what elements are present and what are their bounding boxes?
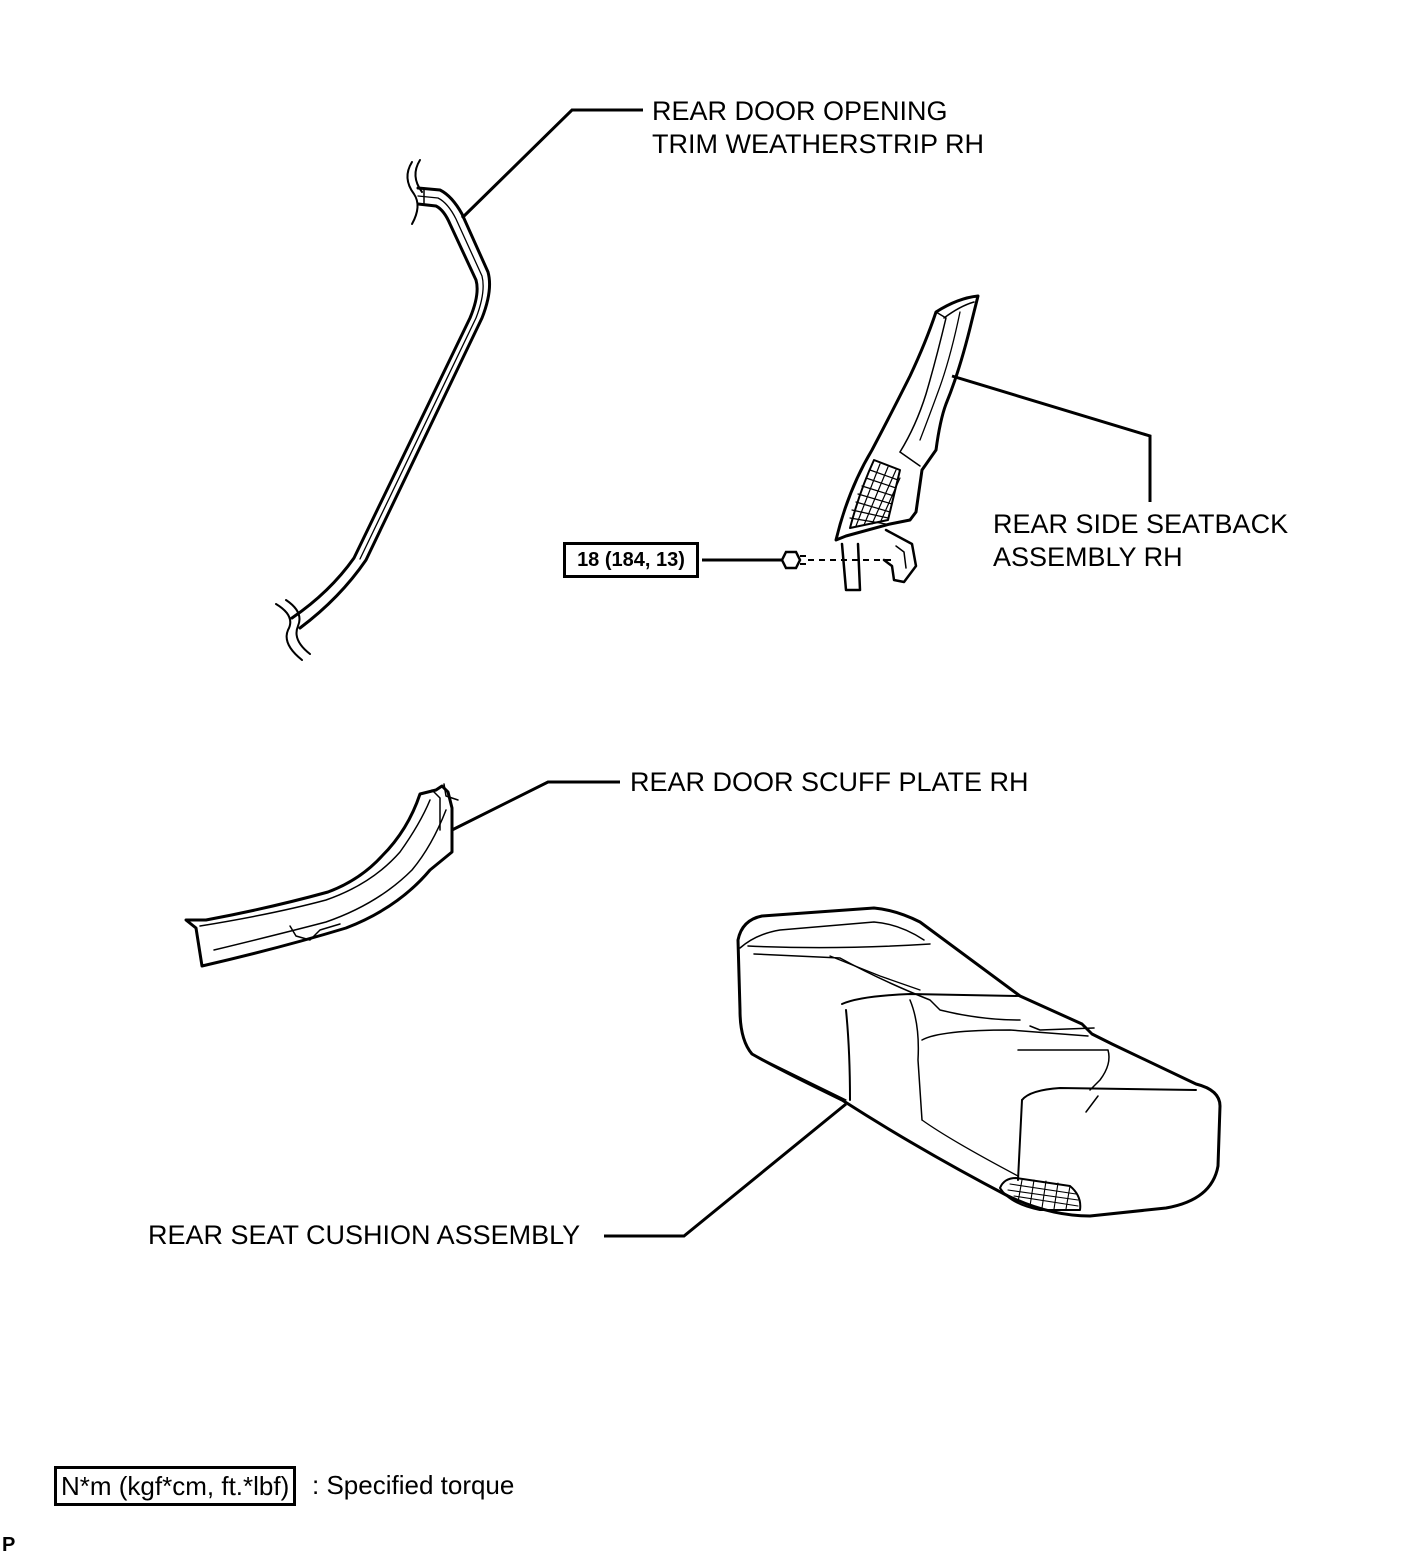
weatherstrip-leader-line — [460, 108, 643, 220]
torque-value-box: 18 (184, 13) — [563, 542, 699, 578]
bolt-icon — [780, 550, 806, 570]
weatherstrip-part — [275, 159, 491, 661]
seatback-part — [834, 294, 980, 592]
scuff-plate-label: REAR DOOR SCUFF PLATE RH — [630, 767, 1029, 797]
seatback-leader-line — [951, 374, 1152, 502]
torque-legend-description: : Specified torque — [312, 1470, 515, 1500]
scuff-plate-part — [184, 783, 459, 968]
seat-cushion-label: REAR SEAT CUSHION ASSEMBLY — [148, 1220, 581, 1250]
scuff-plate-leader-line — [451, 780, 620, 832]
seatback-label-line2: ASSEMBLY RH — [993, 542, 1183, 572]
weatherstrip-label-line2: TRIM WEATHERSTRIP RH — [652, 129, 985, 159]
seatback-label-line1: REAR SIDE SEATBACK — [993, 509, 1289, 539]
page-mark: P — [2, 1534, 16, 1556]
seat-cushion-part — [736, 906, 1222, 1218]
torque-units-legend-box: N*m (kgf*cm, ft.*lbf) — [54, 1466, 297, 1506]
seat-cushion-leader-line — [604, 1102, 847, 1238]
weatherstrip-label-line1: REAR DOOR OPENING — [652, 96, 948, 126]
